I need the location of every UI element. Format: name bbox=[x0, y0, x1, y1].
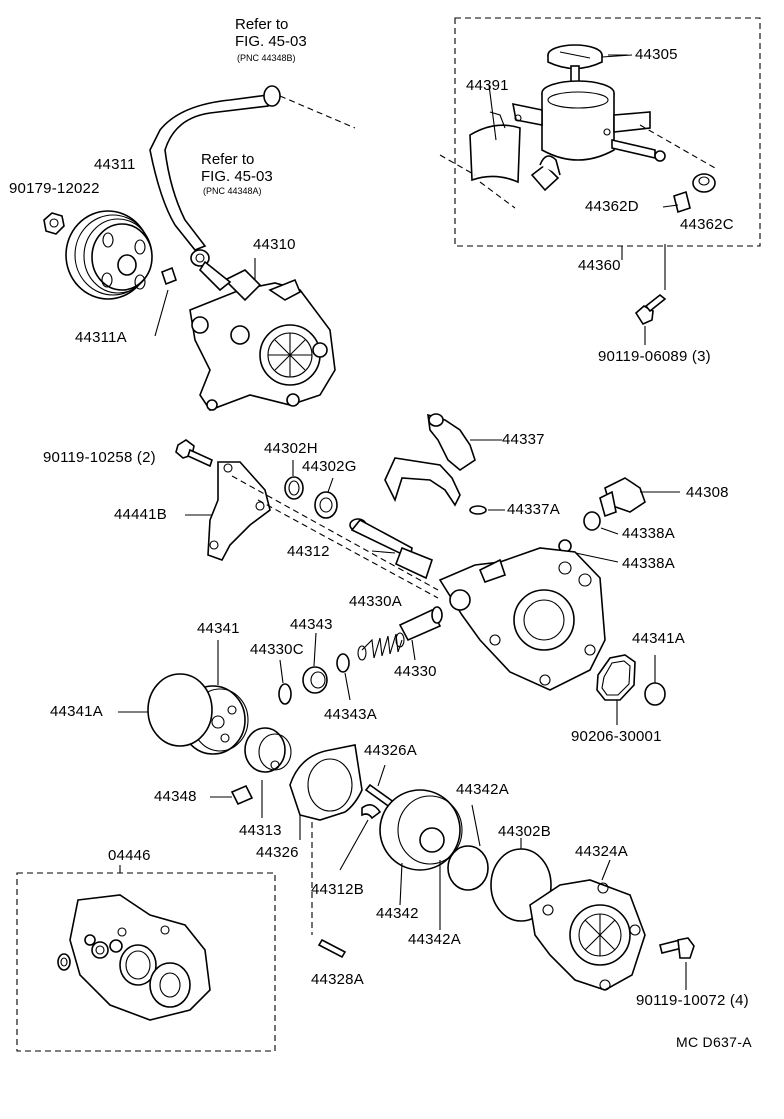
part-label-44391: 44391 bbox=[466, 77, 509, 94]
part-label-44305: 44305 bbox=[635, 46, 678, 63]
bearing-44302g bbox=[314, 477, 338, 519]
vane-44348 bbox=[210, 784, 254, 806]
bracket-44441b bbox=[185, 461, 439, 599]
nut-90179-12022 bbox=[43, 212, 65, 235]
oring-44341a-right bbox=[644, 655, 666, 706]
snap-ring-44302h bbox=[284, 460, 304, 500]
refer-to-pnc-2: (PNC 44348A) bbox=[203, 186, 262, 196]
cushion-44362c bbox=[692, 173, 716, 193]
part-label-44312b: 44312B bbox=[311, 881, 364, 898]
rotor-44313 bbox=[244, 727, 292, 818]
reservoir-group-box bbox=[454, 17, 761, 247]
bolt-90119-10258 bbox=[175, 439, 213, 468]
part-label-44330: 44330 bbox=[394, 663, 437, 680]
part-label-44343: 44343 bbox=[290, 616, 333, 633]
part-label-44343a: 44343A bbox=[324, 706, 377, 723]
gasket-90206-30001 bbox=[596, 654, 636, 725]
reservoir-bracket bbox=[439, 84, 521, 209]
part-label-44311: 44311 bbox=[94, 156, 136, 173]
part-label-44330a: 44330A bbox=[349, 593, 402, 610]
gasket-kit-box bbox=[16, 865, 276, 1052]
part-label-44342: 44342 bbox=[376, 905, 419, 922]
valve-44330 bbox=[398, 606, 443, 661]
part-label-44441b: 44441B bbox=[114, 506, 167, 523]
clip-44312b bbox=[339, 804, 382, 871]
reservoir-bolt bbox=[611, 124, 716, 169]
part-label-90119-10072: 90119-10072 (4) bbox=[636, 992, 749, 1009]
oring-44343a bbox=[336, 653, 351, 701]
part-label-44337a: 44337A bbox=[507, 501, 560, 518]
refer-to-pnc-1: (PNC 44348B) bbox=[237, 53, 296, 63]
part-label-44312: 44312 bbox=[287, 543, 330, 560]
part-label-44313: 44313 bbox=[239, 822, 282, 839]
part-label-44311a: 44311A bbox=[75, 329, 127, 346]
ring-44330c bbox=[278, 659, 292, 705]
part-label-44337: 44337 bbox=[502, 431, 545, 448]
reservoir-cap bbox=[547, 44, 633, 83]
part-label-44324a: 44324A bbox=[575, 843, 628, 860]
part-label-44326: 44326 bbox=[256, 844, 299, 861]
refer-to-line1: Refer to bbox=[235, 16, 289, 33]
pump-assembly-44310 bbox=[189, 258, 336, 411]
part-label-44341a-right: 44341A bbox=[632, 630, 685, 647]
part-label-04446: 04446 bbox=[108, 847, 151, 864]
part-label-44308: 44308 bbox=[686, 484, 729, 501]
pin-44328a bbox=[317, 938, 347, 959]
reservoir-tank bbox=[511, 80, 651, 192]
part-label-44326a: 44326A bbox=[364, 742, 417, 759]
oring-44342a-upper bbox=[447, 804, 489, 891]
refer-to-note-1: Refer to FIG. 45-03 bbox=[235, 16, 307, 50]
bolt-90119-06089 bbox=[634, 293, 667, 326]
pump-body bbox=[438, 547, 606, 691]
refer-to-line2: FIG. 45-03 bbox=[235, 33, 307, 50]
part-label-44362c: 44362C bbox=[680, 216, 734, 233]
part-label-44362d: 44362D bbox=[585, 198, 639, 215]
part-label-44302g: 44302G bbox=[302, 458, 357, 475]
part-label-44342a-upper: 44342A bbox=[456, 781, 509, 798]
key-44311a bbox=[154, 266, 177, 337]
part-label-44310: 44310 bbox=[253, 236, 296, 253]
part-label-90179-12022: 90179-12022 bbox=[9, 180, 100, 197]
part-label-44348: 44348 bbox=[154, 788, 197, 805]
part-label-44341a-left: 44341A bbox=[50, 703, 103, 720]
refer-to-line1: Refer to bbox=[201, 151, 255, 168]
part-label-44330c: 44330C bbox=[250, 641, 304, 658]
oring-44338a-upper bbox=[583, 511, 619, 535]
refer-to-note-2: Refer to FIG. 45-03 bbox=[201, 151, 273, 185]
seal-44343 bbox=[302, 632, 328, 694]
bracket-44337 bbox=[384, 413, 502, 507]
part-label-44302h: 44302H bbox=[264, 440, 318, 457]
part-label-44342a-lower: 44342A bbox=[408, 931, 461, 948]
part-label-44360: 44360 bbox=[578, 257, 621, 274]
part-label-44341: 44341 bbox=[197, 620, 240, 637]
cam-ring-44326 bbox=[289, 744, 363, 935]
pulley-44311 bbox=[65, 210, 153, 300]
spring-44330a bbox=[357, 632, 405, 661]
oring-44341a-left bbox=[118, 673, 213, 747]
fitting-44308 bbox=[599, 477, 680, 518]
side-plate-44342 bbox=[379, 789, 463, 906]
part-label-44302b: 44302B bbox=[498, 823, 551, 840]
bolt-90119-10072 bbox=[659, 937, 695, 990]
part-label-44338a-upper: 44338A bbox=[622, 525, 675, 542]
shaft-44312 bbox=[349, 518, 433, 580]
oring-44337a bbox=[469, 505, 505, 515]
collar-44362d bbox=[662, 190, 691, 214]
gasket-kit-parts bbox=[57, 894, 211, 1021]
part-label-44338a-lower: 44338A bbox=[622, 555, 675, 572]
part-label-90119-10258: 90119-10258 (2) bbox=[43, 449, 156, 466]
part-label-44328a: 44328A bbox=[311, 971, 364, 988]
part-label-90119-06089: 90119-06089 (3) bbox=[598, 348, 711, 365]
end-cover-44324a bbox=[529, 859, 646, 991]
refer-to-line2: FIG. 45-03 bbox=[201, 168, 273, 185]
part-label-90206-30001: 90206-30001 bbox=[571, 728, 662, 745]
figure-code: MC D637-A bbox=[676, 1034, 752, 1050]
